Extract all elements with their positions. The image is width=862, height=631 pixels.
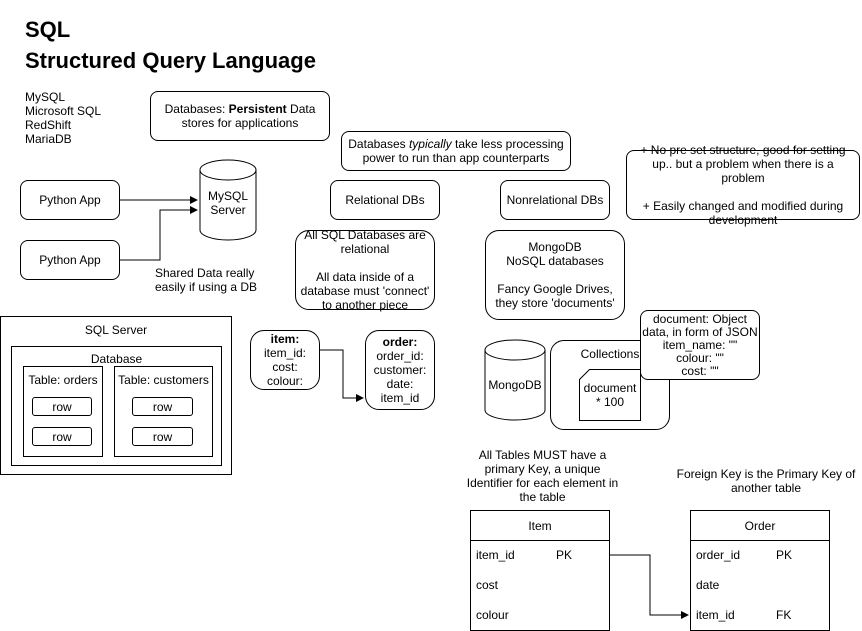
order-entity-note: order: order_id: customer: date: item_id bbox=[365, 330, 435, 410]
table-field-name: date bbox=[696, 578, 720, 592]
table-field-name: colour bbox=[476, 608, 509, 622]
document-shape-icon bbox=[579, 369, 641, 421]
table-field-name: item_id bbox=[476, 548, 515, 562]
processing-italic: typically bbox=[408, 137, 452, 151]
table-field-key: FK bbox=[776, 608, 792, 622]
mongodb-cylinder-icon bbox=[484, 339, 546, 421]
database-container: Database Table: orders row row Table: cu… bbox=[11, 346, 222, 466]
table-customers: Table: customers row row bbox=[114, 366, 213, 457]
table-orders: Table: orders row row bbox=[23, 366, 103, 457]
mysql-server-label: MySQL Server bbox=[207, 189, 248, 217]
mysql-server-cylinder-icon bbox=[199, 159, 257, 241]
item-entity-title: item: bbox=[270, 332, 300, 346]
database-list-item: MySQL bbox=[25, 90, 66, 104]
sql-server-container: SQL Server Database Table: orders row ro… bbox=[0, 316, 232, 475]
persistent-suffix: Data stores for applications bbox=[181, 102, 316, 130]
table-row: row bbox=[32, 397, 92, 416]
mongodb-description-note: MongoDB NoSQL databases Fancy Google Dri… bbox=[485, 230, 625, 320]
order-table: Order order_id PK date item_id FK bbox=[690, 510, 830, 631]
table-field-key: PK bbox=[776, 548, 793, 562]
foreign-key-note: Foreign Key is the Primary Key of anothe… bbox=[676, 467, 856, 495]
database-list: MySQL Microsoft SQL RedShift MariaDB bbox=[25, 90, 101, 146]
title-line-1: SQL bbox=[25, 17, 71, 42]
sql-server-title: SQL Server bbox=[84, 323, 148, 337]
table-row: row bbox=[132, 427, 193, 446]
database-list-item: MariaDB bbox=[25, 132, 72, 146]
item-entity-note: item: item_id: cost: colour: bbox=[250, 330, 320, 390]
order-entity-fields: order_id: customer: date: item_id bbox=[373, 349, 427, 405]
page-title: SQL Structured Query Language bbox=[25, 14, 316, 76]
nonrelational-dbs-node: Nonrelational DBs bbox=[500, 180, 610, 220]
table-field-name: item_id bbox=[696, 608, 735, 622]
table-row: row bbox=[32, 427, 92, 446]
title-line-2: Structured Query Language bbox=[25, 48, 316, 73]
table-field-name: cost bbox=[476, 578, 499, 592]
sql-relational-note: All SQL Databases are relational All dat… bbox=[295, 228, 435, 312]
processing-note: Databases typically take less processing… bbox=[341, 131, 571, 171]
item-pk-to-order-fk-arrow bbox=[610, 554, 689, 619]
persistent-note: Databases: Persistent Data stores for ap… bbox=[150, 91, 330, 141]
table-field-name: order_id bbox=[696, 548, 741, 562]
processing-prefix: Databases bbox=[348, 137, 409, 151]
python-app-node: Python App bbox=[20, 180, 120, 220]
item-to-order-arrow bbox=[320, 349, 364, 402]
processing-suffix: take less processing power to run than a… bbox=[362, 137, 564, 165]
order-entity-title: order: bbox=[382, 335, 418, 349]
collections-title: Collections bbox=[580, 347, 640, 361]
persistent-bold: Persistent bbox=[228, 102, 287, 116]
table-row: row bbox=[132, 397, 193, 416]
shared-data-note: Shared Data really easily if using a DB bbox=[155, 266, 258, 294]
document-json-note: document: Object data, in form of JSON i… bbox=[640, 310, 760, 380]
database-list-item: RedShift bbox=[25, 118, 72, 132]
database-list-item: Microsoft SQL bbox=[25, 104, 102, 118]
primary-key-note: All Tables MUST have a primary Key, a un… bbox=[466, 448, 619, 504]
order-table-title: Order bbox=[691, 511, 829, 541]
python-app-node: Python App bbox=[20, 240, 120, 280]
table-customers-label: Table: customers bbox=[118, 373, 209, 387]
document-label: document * 100 bbox=[583, 381, 637, 409]
mongodb-label: MongoDB bbox=[488, 378, 542, 392]
table-orders-label: Table: orders bbox=[28, 373, 98, 387]
item-table: Item item_id PK cost colour bbox=[470, 510, 610, 631]
table-field-key: PK bbox=[556, 548, 573, 562]
item-entity-fields: item_id: cost: colour: bbox=[263, 346, 307, 388]
persistent-prefix: Databases: bbox=[164, 102, 229, 116]
python-app-2-to-server-arrow bbox=[120, 206, 198, 261]
database-title: Database bbox=[90, 352, 143, 366]
item-table-title: Item bbox=[471, 511, 609, 541]
relational-dbs-node: Relational DBs bbox=[330, 180, 440, 220]
